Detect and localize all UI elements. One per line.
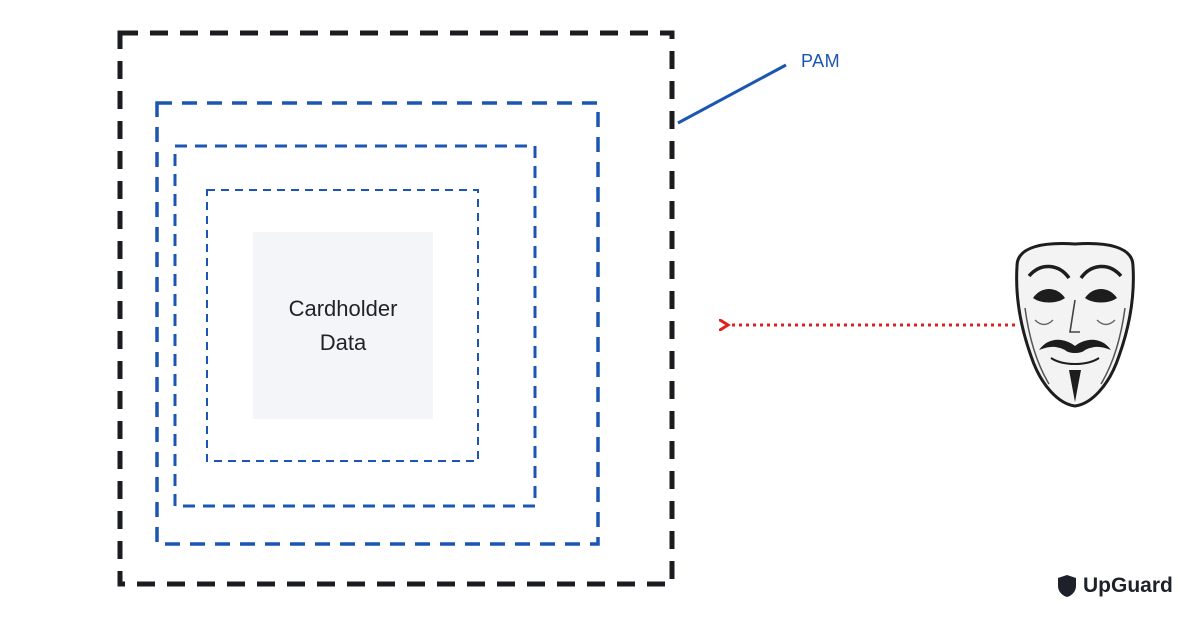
cardholder-data-label: Cardholder Data bbox=[288, 295, 398, 355]
upguard-shield-icon bbox=[1058, 575, 1076, 597]
security-layer-2 bbox=[173, 144, 537, 508]
security-layer-1 bbox=[155, 101, 600, 546]
upguard-logo: UpGuard bbox=[1057, 574, 1173, 598]
outer-boundary bbox=[117, 30, 675, 587]
upguard-wordmark: UpGuard bbox=[1083, 574, 1173, 597]
security-layer-3 bbox=[206, 189, 479, 462]
pam-connector-line bbox=[677, 63, 787, 125]
pam-label: PAM bbox=[801, 51, 841, 71]
cardholder-data-box: Cardholder Data bbox=[253, 232, 433, 419]
anonymous-mask-icon bbox=[1015, 242, 1135, 408]
